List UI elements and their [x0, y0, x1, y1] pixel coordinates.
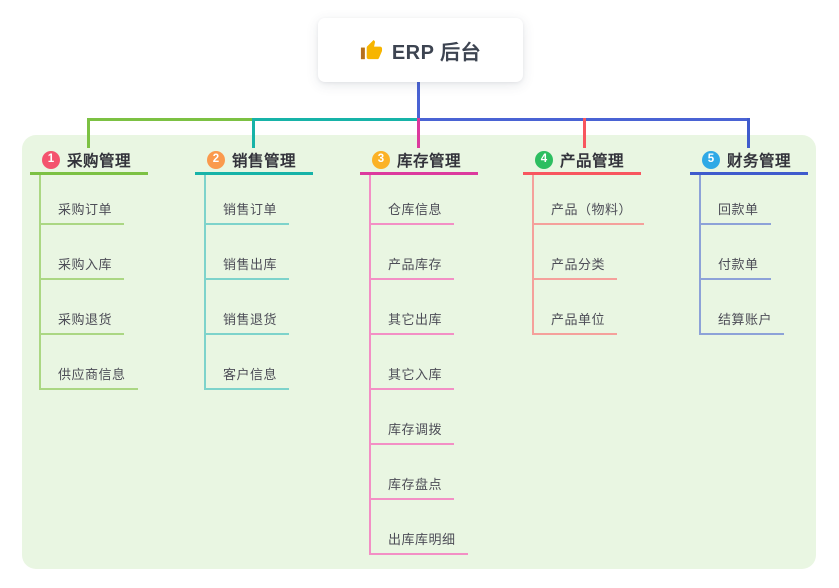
branch-node-sales[interactable]: 2 销售管理: [195, 148, 313, 175]
branch-node-product[interactable]: 4 产品管理: [523, 148, 641, 175]
node-label: 产品单位: [534, 312, 618, 335]
node-warehouse-info[interactable]: 仓库信息: [371, 175, 478, 225]
branch-label-purchase: 采购管理: [67, 153, 132, 170]
branch-node-inventory[interactable]: 3 库存管理: [360, 148, 478, 175]
branches-panel: [22, 135, 816, 569]
node-stock-taking[interactable]: 库存盘点: [371, 445, 478, 500]
node-receipt-bill[interactable]: 回款单: [701, 175, 808, 225]
node-payment-bill[interactable]: 付款单: [701, 225, 808, 280]
node-label: 产品（物料）: [534, 202, 645, 225]
node-label: 其它入库: [371, 367, 455, 390]
node-other-inbound[interactable]: 其它入库: [371, 335, 478, 390]
thumbs-up-icon: [360, 39, 382, 59]
node-label: 销售出库: [206, 257, 290, 280]
connector-drop-3: [417, 118, 420, 148]
node-purchase-inbound[interactable]: 采购入库: [41, 225, 148, 280]
connector-drop-2: [252, 118, 255, 148]
branch-inventory: 3 库存管理 仓库信息 产品库存 其它出库 其它入库 库存调拨 库存盘点 出库库…: [360, 148, 478, 555]
branch-label-finance: 财务管理: [727, 153, 792, 170]
branch-children-finance: 回款单 付款单 结算账户: [699, 175, 808, 335]
branch-finance: 5 财务管理 回款单 付款单 结算账户: [690, 148, 808, 335]
node-product-category[interactable]: 产品分类: [534, 225, 644, 280]
branch-children-inventory: 仓库信息 产品库存 其它出库 其它入库 库存调拨 库存盘点 出库库明细: [369, 175, 478, 555]
node-label: 库存调拨: [371, 422, 455, 445]
node-settle-account[interactable]: 结算账户: [701, 280, 808, 335]
node-purchase-order[interactable]: 采购订单: [41, 175, 148, 225]
branch-product: 4 产品管理 产品（物料） 产品分类 产品单位: [523, 148, 645, 335]
root-title: ERP 后台: [391, 41, 482, 64]
node-sales-order[interactable]: 销售订单: [206, 175, 313, 225]
node-purchase-return[interactable]: 采购退货: [41, 280, 148, 335]
connector-drop-4: [583, 118, 586, 148]
node-stock-detail[interactable]: 出库库明细: [371, 500, 478, 555]
branch-children-purchase: 采购订单 采购入库 采购退货 供应商信息: [39, 175, 148, 390]
branch-badge-4: 4: [535, 151, 553, 169]
node-sales-return[interactable]: 销售退货: [206, 280, 313, 335]
node-label: 仓库信息: [371, 202, 455, 225]
node-label: 产品分类: [534, 257, 618, 280]
branch-children-sales: 销售订单 销售出库 销售退货 客户信息: [204, 175, 313, 390]
node-label: 采购退货: [41, 312, 125, 335]
branch-sales: 2 销售管理 销售订单 销售出库 销售退货 客户信息: [195, 148, 313, 390]
root-node[interactable]: ERP 后台: [318, 18, 523, 82]
node-product-material[interactable]: 产品（物料）: [534, 175, 645, 225]
branch-label-product: 产品管理: [560, 153, 625, 170]
branch-purchase: 1 采购管理 采购订单 采购入库 采购退货 供应商信息: [30, 148, 148, 390]
branch-node-purchase[interactable]: 1 采购管理: [30, 148, 148, 175]
node-supplier-info[interactable]: 供应商信息: [41, 335, 148, 390]
node-label: 客户信息: [206, 367, 290, 390]
node-product-stock[interactable]: 产品库存: [371, 225, 478, 280]
branch-badge-5: 5: [702, 151, 720, 169]
node-label: 采购入库: [41, 257, 125, 280]
node-stock-transfer[interactable]: 库存调拨: [371, 390, 478, 445]
node-label: 回款单: [701, 202, 771, 225]
branch-children-product: 产品（物料） 产品分类 产品单位: [532, 175, 645, 335]
branch-label-inventory: 库存管理: [397, 153, 462, 170]
node-customer-info[interactable]: 客户信息: [206, 335, 313, 390]
node-label: 付款单: [701, 257, 771, 280]
connector-horizontal-2: [254, 118, 418, 121]
connector-drop-1: [87, 118, 90, 148]
node-label: 结算账户: [701, 312, 785, 335]
node-label: 其它出库: [371, 312, 455, 335]
node-label: 库存盘点: [371, 477, 455, 500]
node-label: 销售退货: [206, 312, 290, 335]
branch-badge-2: 2: [207, 151, 225, 169]
connector-horizontal-1: [88, 118, 254, 121]
node-label: 出库库明细: [371, 532, 468, 555]
branch-badge-3: 3: [372, 151, 390, 169]
branch-label-sales: 销售管理: [232, 153, 297, 170]
connector-drop-5: [747, 118, 750, 148]
branch-badge-1: 1: [42, 151, 60, 169]
node-label: 供应商信息: [41, 367, 138, 390]
branch-node-finance[interactable]: 5 财务管理: [690, 148, 808, 175]
node-label: 产品库存: [371, 257, 455, 280]
connector-root-vertical: [417, 82, 420, 119]
node-other-outbound[interactable]: 其它出库: [371, 280, 478, 335]
node-label: 采购订单: [41, 202, 125, 225]
node-label: 销售订单: [206, 202, 290, 225]
node-sales-outbound[interactable]: 销售出库: [206, 225, 313, 280]
node-product-unit[interactable]: 产品单位: [534, 280, 644, 335]
